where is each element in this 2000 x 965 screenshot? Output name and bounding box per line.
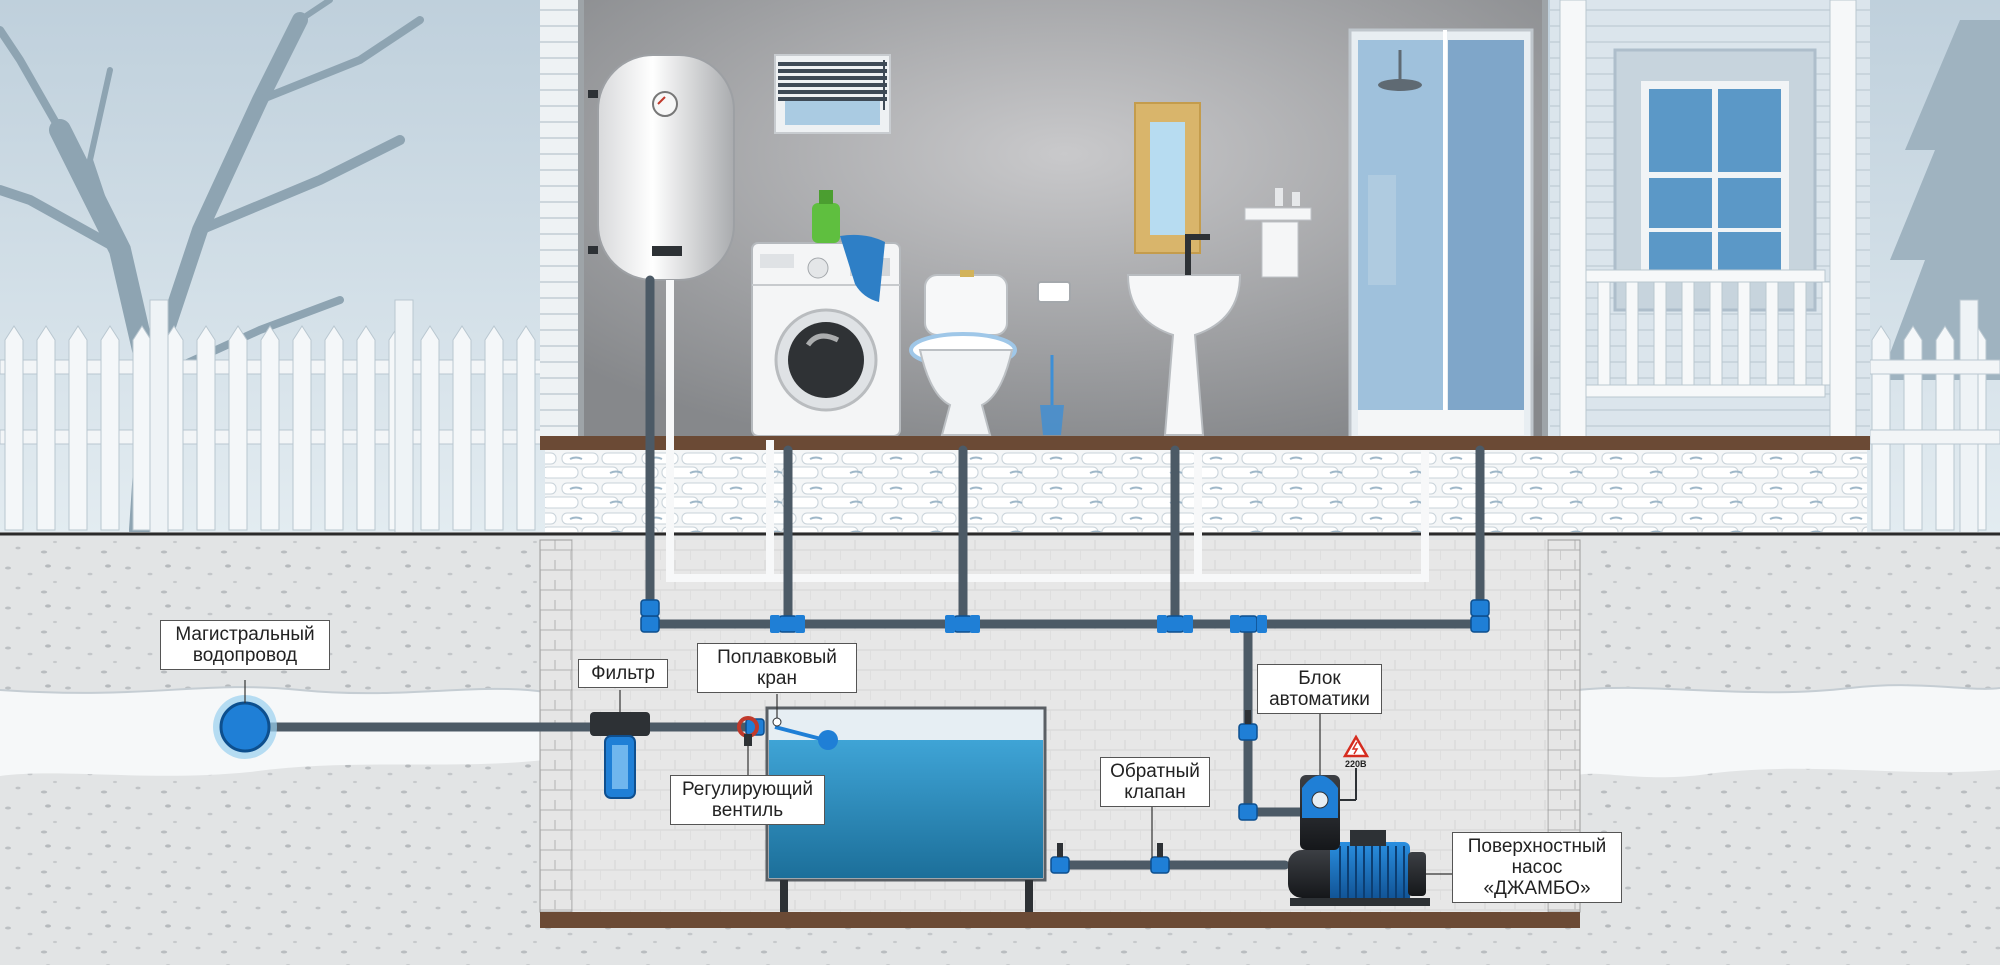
voltage-label: 220В [1345,759,1367,769]
label-pump: Поверхностный насос «ДЖАМБО» [1452,832,1622,903]
label-main-water-line1: Магистральный [175,624,315,645]
main-water-pipe-icon [213,695,277,759]
toilet [909,270,1071,436]
right-tree [1880,20,2000,380]
label-main-water: Магистральный водопровод [160,620,330,670]
drain-pipes [666,280,1429,582]
small-window [774,54,891,134]
label-pump-line1: Поверхностный [1467,836,1607,857]
label-regulating-valve-line1: Регулирующий [681,779,814,800]
house-left-siding [540,0,1548,440]
label-pump-line2: насос [1511,857,1563,878]
warning-icon [1342,734,1370,758]
label-float-valve: Поплавковый кран [697,643,857,693]
basement-floor [540,912,1580,928]
label-filter-line1: Фильтр [591,663,655,684]
leader-lines [244,680,1452,875]
label-pump-line3: «ДЖАМБО» [1483,878,1591,899]
shower-cabin [1348,28,1534,442]
foundation-stones [545,450,1867,532]
washing-machine [751,190,901,437]
right-fence [1869,359,2000,445]
label-filter: Фильтр [578,659,668,688]
house-exterior [1550,0,1870,441]
label-automation-line2: автоматики [1269,689,1370,710]
label-automation: Блок автоматики [1257,664,1382,714]
label-automation-line1: Блок [1298,668,1341,689]
water-filter [590,712,650,799]
water-heater [588,54,735,281]
left-fence-pickets [4,299,536,536]
automation-unit [1300,768,1357,850]
label-check-valve-line2: клапан [1124,782,1186,803]
mirror [1134,102,1201,254]
sink [1126,188,1312,436]
label-main-water-line2: водопровод [192,645,298,666]
floor-slab [540,436,1870,450]
label-regulating-valve-line2: вентиль [711,800,784,821]
label-check-valve-line1: Обратный [1110,761,1200,782]
label-regulating-valve: Регулирующий вентиль [670,775,825,825]
surface-pump [1288,830,1430,906]
label-check-valve: Обратный клапан [1100,757,1210,807]
label-float-valve-line1: Поплавковый [717,647,837,668]
label-float-valve-line2: кран [757,668,797,689]
